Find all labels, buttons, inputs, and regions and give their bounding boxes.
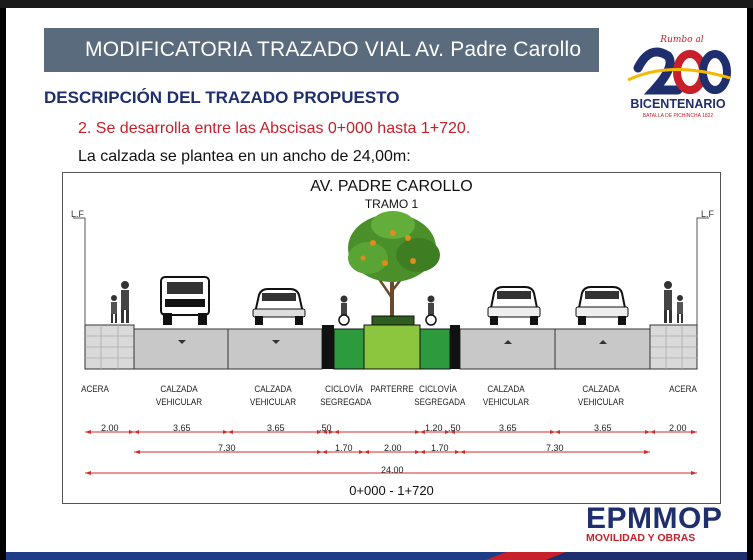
lane-right-1 — [459, 328, 556, 370]
label-ciclovia-right: CICLOVÍA SEGREGADA — [414, 384, 466, 408]
sidewalk-left — [84, 324, 135, 370]
logo-tagline: BATALLA DE PICHINCHA 1822 — [643, 113, 714, 119]
car-icon-1 — [252, 288, 306, 325]
road-drawing — [73, 211, 709, 370]
dim-buffer-right: .50 — [448, 423, 461, 433]
bike-lane-left — [333, 328, 365, 370]
logo-name: BICENTENARIO — [630, 97, 725, 111]
bike-buffer-left — [322, 325, 334, 369]
slide-title: MODIFICATORIA TRAZADO VIAL Av. Padre Car… — [85, 38, 582, 61]
figure-title: AV. PADRE CAROLLO — [310, 178, 473, 195]
brand-name: EPMMOP — [586, 502, 723, 535]
label-calzada-4: CALZADA VEHICULAR — [577, 384, 625, 408]
dim-calzada-left-total: 7.30 — [218, 443, 236, 453]
cyclist-left-icon — [338, 295, 350, 326]
dim-calzada-1: 3.65 — [173, 423, 191, 433]
sidewalk-right — [649, 324, 698, 370]
epmmop-logo: EPMMOP MOVILIDAD Y OBRAS — [586, 502, 736, 544]
median-hedge — [371, 315, 415, 326]
dim-calzada-2: 3.65 — [267, 423, 285, 433]
label-calzada-1: CALZADA VEHICULAR — [155, 384, 203, 408]
pedestrian-left-icon — [111, 281, 129, 323]
cross-section-figure: AV. PADRE CAROLLO TRAMO 1 L.F L.F — [62, 172, 721, 504]
brand-subtitle: MOVILIDAD Y OBRAS — [586, 532, 696, 544]
dim-calzada-right-total: 7.30 — [546, 443, 564, 453]
description-text: La calzada se plantea en un ancho de 24,… — [78, 148, 411, 165]
bicentenario-logo: Rumbo al BICENTENARIO BATALLA DE PICHINC… — [627, 35, 731, 119]
figure-subtitle: TRAMO 1 — [364, 197, 419, 211]
lf-line-right — [696, 217, 709, 328]
point-text: 2. Se desarrolla entre las Abscisas 0+00… — [78, 120, 471, 137]
label-parterre: PARTERRE — [370, 384, 414, 395]
dim-calzada-4: 3.65 — [594, 423, 612, 433]
dim-parterre: 2.00 — [384, 443, 402, 453]
lane-right-2 — [554, 328, 651, 370]
abscisa-range: 0+000 - 1+720 — [349, 483, 434, 498]
label-calzada-3: CALZADA VEHICULAR — [482, 384, 530, 408]
slide: MODIFICATORIA TRAZADO VIAL Av. Padre Car… — [6, 8, 747, 560]
top-bar — [0, 0, 753, 8]
car-icon-3 — [575, 286, 629, 325]
logo-200-mark — [627, 47, 731, 95]
dim-acera-left: 2.00 — [101, 423, 119, 433]
bike-buffer-right — [450, 325, 460, 369]
car-icon-2 — [487, 286, 541, 325]
lane-left-2 — [227, 328, 323, 370]
dim-acera-right: 2.00 — [669, 423, 687, 433]
lf-line-left — [73, 217, 86, 328]
title-banner: MODIFICATORIA TRAZADO VIAL Av. Padre Car… — [44, 28, 599, 72]
bottom-band — [6, 552, 747, 560]
dim-total-width: 24.00 — [381, 465, 404, 475]
median-parterre — [363, 324, 421, 370]
tree-icon — [348, 211, 440, 325]
lf-left-label: L.F — [71, 209, 85, 219]
dim-ciclovia-left-total: 1.70 — [335, 443, 353, 453]
dim-buffer-left: .50 — [319, 423, 332, 433]
bike-lane-right — [419, 328, 451, 370]
label-ciclovia-left: CICLOVÍA SEGREGADA — [320, 384, 372, 408]
dimension-lines — [85, 430, 697, 475]
dim-ciclovia-right: 1.20 — [425, 423, 443, 433]
truck-icon — [160, 276, 210, 325]
dim-ciclovia-right-total: 1.70 — [431, 443, 449, 453]
section-heading: DESCRIPCIÓN DEL TRAZADO PROPUESTO — [44, 88, 400, 107]
lane-left-1 — [133, 328, 229, 370]
lf-right-label: L.F — [700, 209, 714, 219]
logo-script: Rumbo al — [659, 35, 704, 45]
label-calzada-2: CALZADA VEHICULAR — [249, 384, 297, 408]
label-acera-right: ACERA — [669, 384, 697, 395]
cyclist-right-icon — [425, 295, 437, 326]
dim-calzada-3: 3.65 — [499, 423, 517, 433]
label-acera-left: ACERA — [81, 384, 109, 395]
pedestrian-right-icon — [664, 281, 683, 323]
